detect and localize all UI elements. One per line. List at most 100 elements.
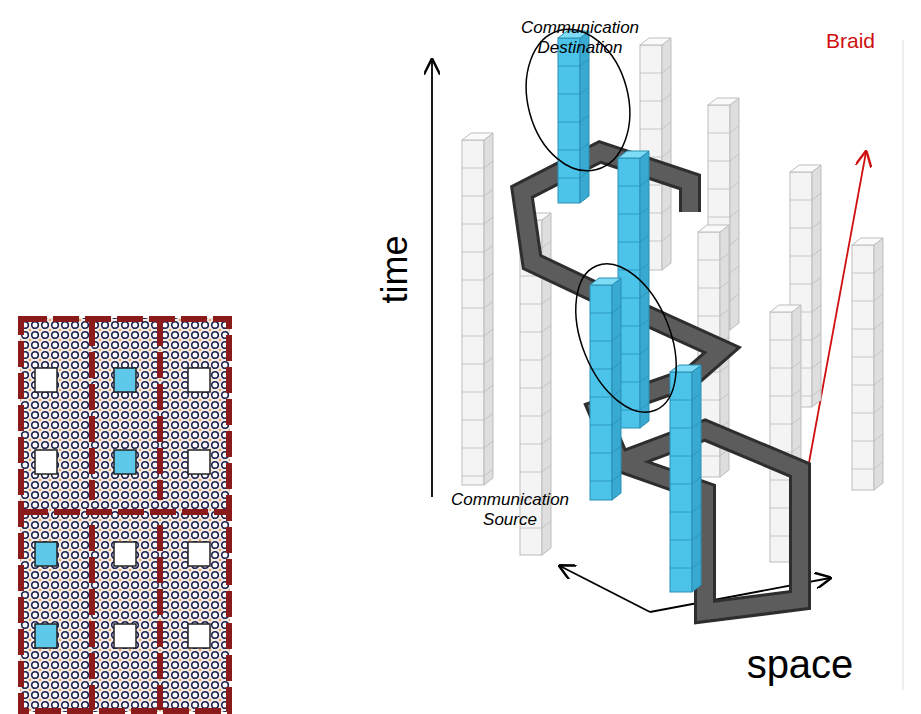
- pillar-seam: [792, 333, 801, 340]
- pillar-top: [462, 133, 493, 140]
- pillar-seam: [812, 333, 821, 340]
- pillar-seam: [542, 241, 551, 248]
- pillar-top: [698, 225, 729, 232]
- pillar-seam: [484, 189, 493, 196]
- pillar-seam: [640, 319, 649, 326]
- pillar-seam: [720, 393, 729, 400]
- pillar-seam: [462, 280, 484, 281]
- pillar-seam: [640, 129, 662, 130]
- pillar-seam: [640, 375, 649, 382]
- pillar-seam: [812, 305, 821, 312]
- pillar-seam: [692, 449, 701, 456]
- pillar-seam: [558, 94, 580, 95]
- pillar-seam: [558, 122, 580, 123]
- pillar-seam: [640, 73, 662, 74]
- pillar-seam: [812, 361, 821, 368]
- pillar-seam: [590, 341, 612, 342]
- pillar-seam: [580, 87, 589, 94]
- pillar-seam: [874, 462, 883, 469]
- pillar-seam: [730, 294, 739, 301]
- pillar-seam: [558, 66, 580, 67]
- pillar-top: [618, 151, 649, 158]
- pillar-seam: [640, 263, 649, 270]
- pillar-seam: [462, 392, 484, 393]
- pillar-seam: [558, 150, 580, 151]
- pillar-seam: [640, 179, 649, 186]
- pillar-seam: [542, 521, 551, 528]
- pillar-seam: [698, 316, 720, 317]
- pillar-seam: [462, 448, 484, 449]
- pillar-seam: [484, 301, 493, 308]
- pillar-seam: [692, 561, 701, 568]
- pillar-seam: [640, 101, 662, 102]
- pillar-side: [692, 365, 701, 592]
- pillar-seam: [852, 273, 874, 274]
- pillar-seam: [874, 378, 883, 385]
- pillar-seam: [792, 445, 801, 452]
- pillar-seam: [580, 59, 589, 66]
- pillar-seam: [542, 353, 551, 360]
- pillar-seam: [484, 385, 493, 392]
- pillar-seam: [484, 329, 493, 336]
- pillar-seam: [852, 301, 874, 302]
- pillar-seam: [462, 308, 484, 309]
- pillar-seam: [730, 154, 739, 161]
- pillar-seam: [662, 234, 671, 241]
- braid-label: Braid: [826, 28, 906, 53]
- pillar-seam: [852, 357, 874, 358]
- pillar-seam: [542, 297, 551, 304]
- pillar-seam: [640, 403, 649, 410]
- communication-label: Communication Source: [440, 490, 580, 531]
- pillar-seam: [852, 441, 874, 442]
- pillar-seam: [612, 446, 621, 453]
- pillar-top: [770, 305, 801, 312]
- qubit-pillar: [462, 133, 493, 485]
- pillar-seam: [708, 133, 730, 134]
- pillar-seam: [612, 418, 621, 425]
- pillar-seam: [720, 365, 729, 372]
- pillar-seam: [852, 329, 874, 330]
- pillar-side: [874, 238, 883, 490]
- pillar-seam: [662, 150, 671, 157]
- pillar-seam: [792, 417, 801, 424]
- pillar-seam: [558, 178, 580, 179]
- pillar-seam: [790, 256, 812, 257]
- pillar-seam: [462, 224, 484, 225]
- pillar-seam: [662, 122, 671, 129]
- pillar-seam: [812, 277, 821, 284]
- pillar-seam: [670, 512, 692, 513]
- pillar-seam: [618, 214, 640, 215]
- pillar-seam: [812, 193, 821, 200]
- pillar-seam: [692, 393, 701, 400]
- pillar-top: [590, 278, 621, 285]
- pillar-side: [812, 165, 821, 407]
- pillar-seam: [770, 396, 792, 397]
- qubit-pillar: [670, 365, 701, 592]
- pillar-seam: [770, 480, 792, 481]
- pillar-seam: [790, 228, 812, 229]
- pillar-seam: [720, 253, 729, 260]
- time-axis: [431, 60, 433, 497]
- pillar-top: [708, 98, 739, 105]
- pillar-seam: [590, 313, 612, 314]
- pillar-seam: [670, 400, 692, 401]
- pillar-seam: [874, 434, 883, 441]
- pillar-seam: [462, 420, 484, 421]
- pillar-seam: [852, 469, 874, 470]
- pillar-seam: [874, 294, 883, 301]
- qubit-pillar: [852, 238, 883, 490]
- edge-line: [903, 40, 904, 690]
- space-label: space: [725, 640, 875, 688]
- pillar-seam: [520, 388, 542, 389]
- communication-label: Communication Destination: [505, 18, 655, 59]
- pillar-seam: [874, 350, 883, 357]
- pillar-seam: [484, 441, 493, 448]
- pillar-seam: [692, 533, 701, 540]
- pillar-seam: [640, 235, 649, 242]
- pillar-seam: [580, 115, 589, 122]
- space-axis: [560, 566, 650, 612]
- pillar-seam: [520, 360, 542, 361]
- pillar-seam: [520, 444, 542, 445]
- pillar-seam: [874, 406, 883, 413]
- pillar-seam: [590, 453, 612, 454]
